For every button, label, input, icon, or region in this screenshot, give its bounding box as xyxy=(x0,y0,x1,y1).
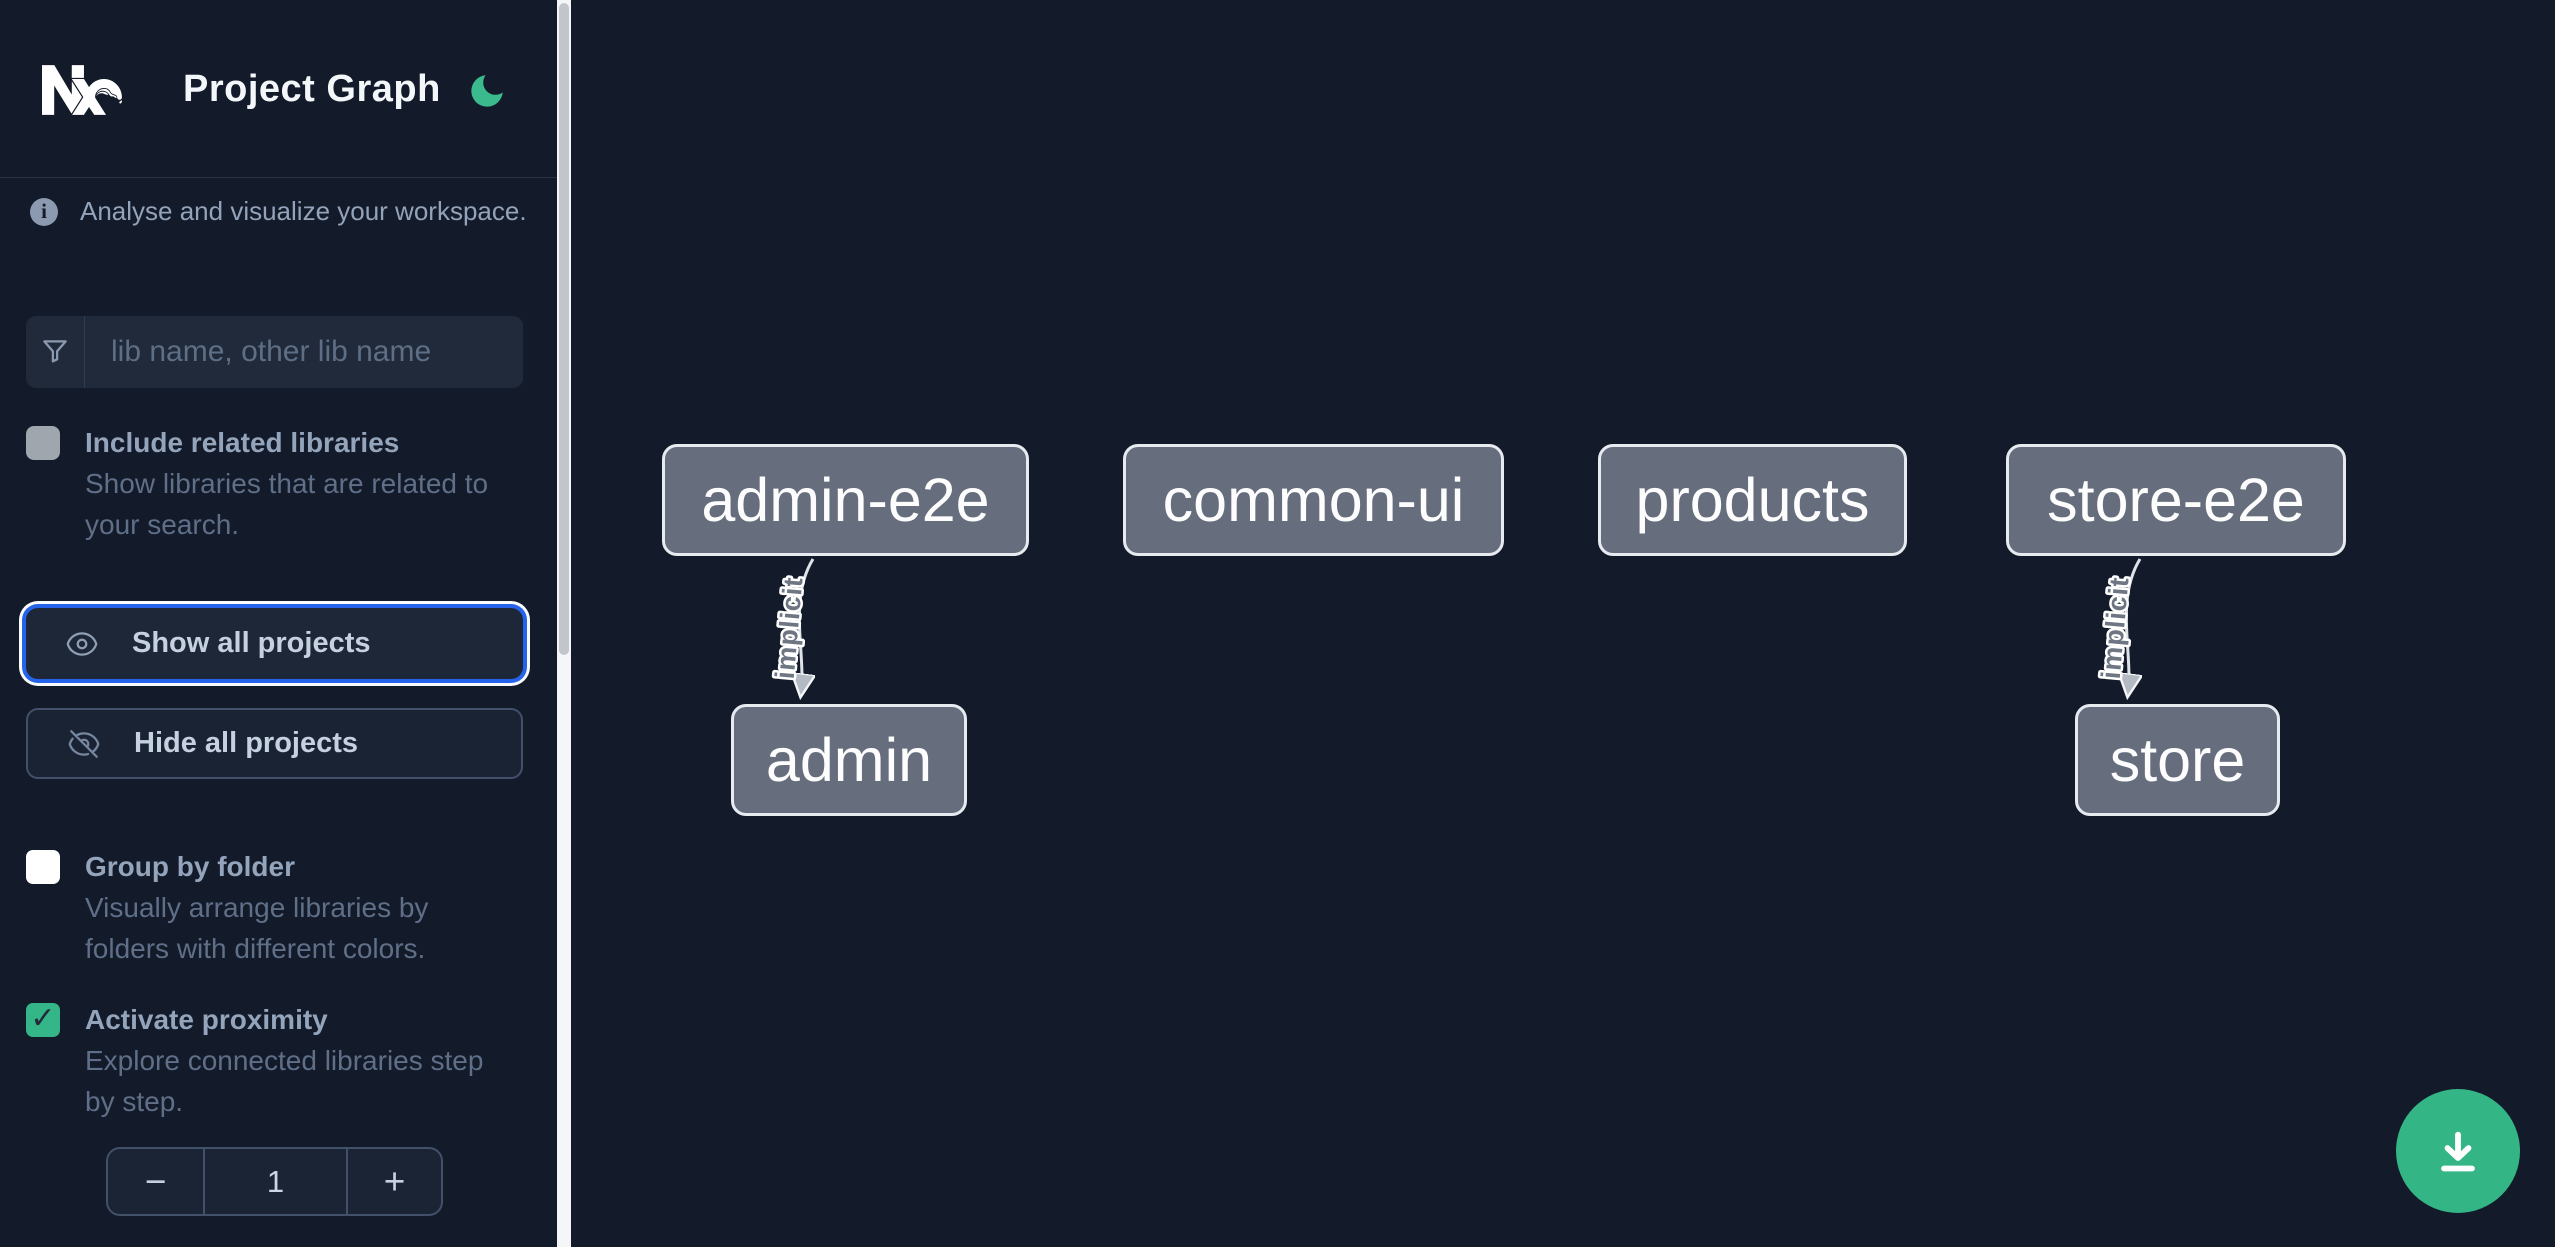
sidebar-scrollbar[interactable] xyxy=(557,0,571,1247)
hide-all-projects-button[interactable]: Hide all projects xyxy=(26,708,523,779)
project-node-store-e2e[interactable]: store-e2e xyxy=(2006,444,2346,556)
project-node-store[interactable]: store xyxy=(2075,704,2280,816)
proximity-depth-stepper: − 1 + xyxy=(106,1147,443,1216)
filter-search-box xyxy=(26,316,523,388)
sidebar-header: Project Graph xyxy=(0,0,557,178)
info-icon: i xyxy=(30,197,58,226)
nx-logo-icon xyxy=(42,65,123,115)
proximity-depth-value: 1 xyxy=(266,1163,285,1199)
sidebar: Project Graph i Analyse and visualize yo… xyxy=(0,0,557,1247)
include-related-desc-line2: your search. xyxy=(85,509,240,540)
activate-proximity-desc-line2: by step. xyxy=(85,1086,184,1117)
project-node-admin-e2e[interactable]: admin-e2e xyxy=(662,444,1029,556)
activate-proximity-label: Activate proximity xyxy=(85,1004,328,1035)
checkmark-icon: ✓ xyxy=(30,1002,56,1035)
project-node-common-ui[interactable]: common-ui xyxy=(1123,444,1504,556)
hide-all-projects-label: Hide all projects xyxy=(134,727,359,759)
funnel-icon-cell xyxy=(26,316,85,388)
group-by-folder-desc-line1: Visually arrange libraries by xyxy=(85,892,429,923)
workspace-info-text: Analyse and visualize your workspace. xyxy=(80,196,527,226)
graph-canvas[interactable] xyxy=(571,0,2555,1247)
project-node-admin[interactable]: admin xyxy=(731,704,967,816)
workspace-info-row: i Analyse and visualize your workspace. xyxy=(30,196,527,227)
moon-icon xyxy=(471,75,503,107)
group-by-folder-texts: Group by folder Visually arrange librari… xyxy=(85,847,428,969)
group-by-folder-desc-line2: folders with different colors. xyxy=(85,933,426,964)
page-title: Project Graph xyxy=(183,67,441,110)
activate-proximity-desc-line1: Explore connected libraries step xyxy=(85,1045,484,1076)
eye-slash-icon xyxy=(68,729,100,758)
download-icon xyxy=(2441,1131,2475,1172)
funnel-icon xyxy=(43,340,67,363)
group-by-folder-label: Group by folder xyxy=(85,851,295,882)
activate-proximity-texts: Activate proximity Explore connected lib… xyxy=(85,1000,483,1122)
include-related-desc-line1: Show libraries that are related to xyxy=(85,468,489,499)
download-image-button[interactable] xyxy=(2396,1089,2520,1213)
group-by-folder-option: Group by folder Visually arrange librari… xyxy=(26,847,428,969)
activate-proximity-option: ✓ Activate proximity Explore connected l… xyxy=(26,1000,483,1122)
include-related-label: Include related libraries xyxy=(85,427,400,458)
show-all-projects-button[interactable]: Show all projects xyxy=(26,608,523,679)
group-by-folder-checkbox[interactable] xyxy=(26,850,60,884)
activate-proximity-checkbox[interactable]: ✓ xyxy=(26,1003,60,1037)
include-related-checkbox[interactable] xyxy=(26,426,60,460)
include-related-option: Include related libraries Show libraries… xyxy=(26,423,488,545)
lib-filter-input[interactable] xyxy=(85,316,523,388)
theme-toggle-button[interactable] xyxy=(466,70,508,112)
decrement-button[interactable]: − xyxy=(108,1149,205,1214)
show-all-projects-label: Show all projects xyxy=(132,627,371,659)
increment-button[interactable]: + xyxy=(346,1149,441,1214)
sidebar-scrollbar-thumb[interactable] xyxy=(559,3,569,655)
include-related-texts: Include related libraries Show libraries… xyxy=(85,423,488,545)
project-node-products[interactable]: products xyxy=(1598,444,1907,556)
eye-icon xyxy=(66,631,98,656)
